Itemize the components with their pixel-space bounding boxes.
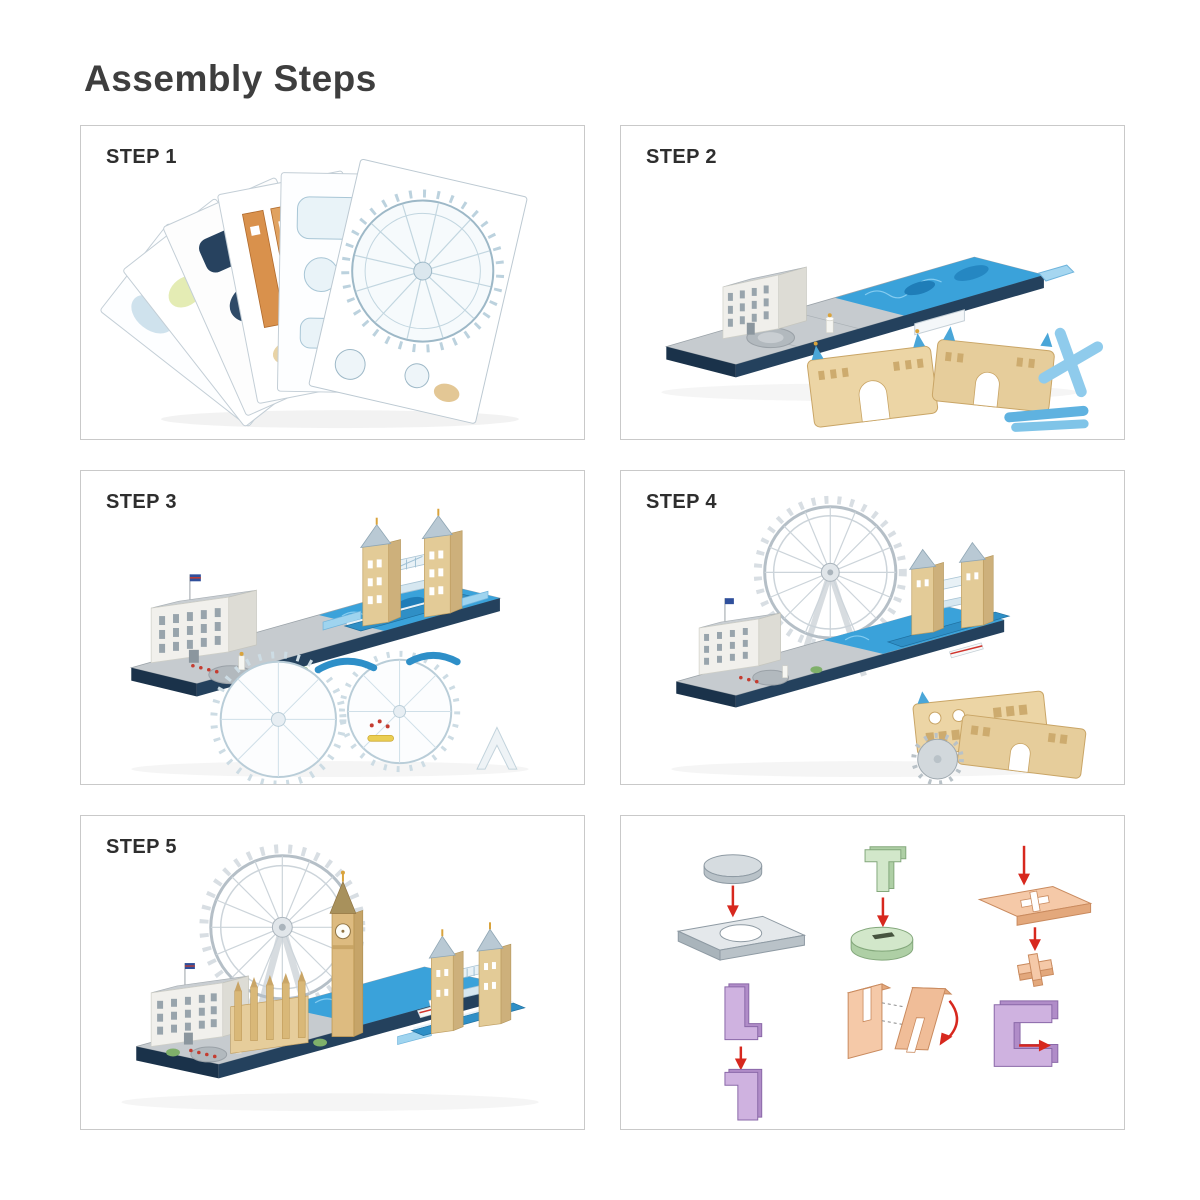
base-platform bbox=[664, 256, 1075, 378]
tower-bridge bbox=[886, 541, 1011, 659]
flat-bridge-tower-sheet bbox=[931, 326, 1055, 413]
buckingham-palace bbox=[150, 574, 257, 674]
u-channel-diagram bbox=[993, 1000, 1059, 1067]
completed-model-illustration bbox=[121, 844, 539, 1112]
step-4-panel: STEP 4 bbox=[620, 470, 1125, 785]
connector-guide-illustration bbox=[676, 845, 1093, 1121]
connector-guide-panel bbox=[620, 815, 1125, 1130]
base-platform-illustration bbox=[661, 256, 1104, 432]
t-tab-into-disc-diagram bbox=[850, 846, 914, 961]
x-brace-piece bbox=[1038, 327, 1104, 398]
flat-bridge-tower-sheet bbox=[806, 329, 939, 428]
scalloped-disc-piece bbox=[911, 732, 964, 784]
step-label: STEP 4 bbox=[646, 491, 717, 513]
step-label: STEP 3 bbox=[106, 491, 177, 513]
flat-westminster-sheet bbox=[957, 714, 1087, 779]
page-title: Assembly Steps bbox=[84, 58, 377, 99]
victoria-memorial-piece bbox=[825, 313, 835, 334]
big-ben bbox=[329, 870, 364, 1038]
step-3-panel: STEP 3 bbox=[80, 470, 585, 785]
step-2-panel: STEP 2 bbox=[620, 125, 1125, 440]
slotted-panels-diagram bbox=[846, 983, 959, 1060]
puzzle-sheets-illustration bbox=[100, 158, 528, 429]
london-eye-assembly-illustration bbox=[671, 495, 1087, 784]
cross-peg-diagram bbox=[977, 845, 1093, 987]
flat-london-eye-pieces bbox=[210, 650, 518, 784]
step-label: STEP 1 bbox=[106, 146, 177, 168]
step-label: STEP 5 bbox=[106, 836, 177, 858]
disc-into-plate-diagram bbox=[676, 854, 807, 961]
westminster-buildings bbox=[230, 971, 309, 1054]
buckingham-palace-piece bbox=[722, 266, 807, 340]
step-label: STEP 2 bbox=[646, 146, 717, 168]
buckingham-palace bbox=[698, 598, 788, 684]
tower-bridge bbox=[397, 922, 526, 1045]
walkway-strip-pieces bbox=[1004, 405, 1089, 432]
palace-bridge-assembly-illustration bbox=[129, 508, 529, 784]
hook-tabs-diagram bbox=[724, 983, 763, 1121]
step-5-panel: STEP 5 bbox=[80, 815, 585, 1130]
puzzle-sheet-london-eye bbox=[308, 158, 528, 424]
step-1-panel: STEP 1 bbox=[80, 125, 585, 440]
tower-bridge bbox=[322, 508, 489, 632]
